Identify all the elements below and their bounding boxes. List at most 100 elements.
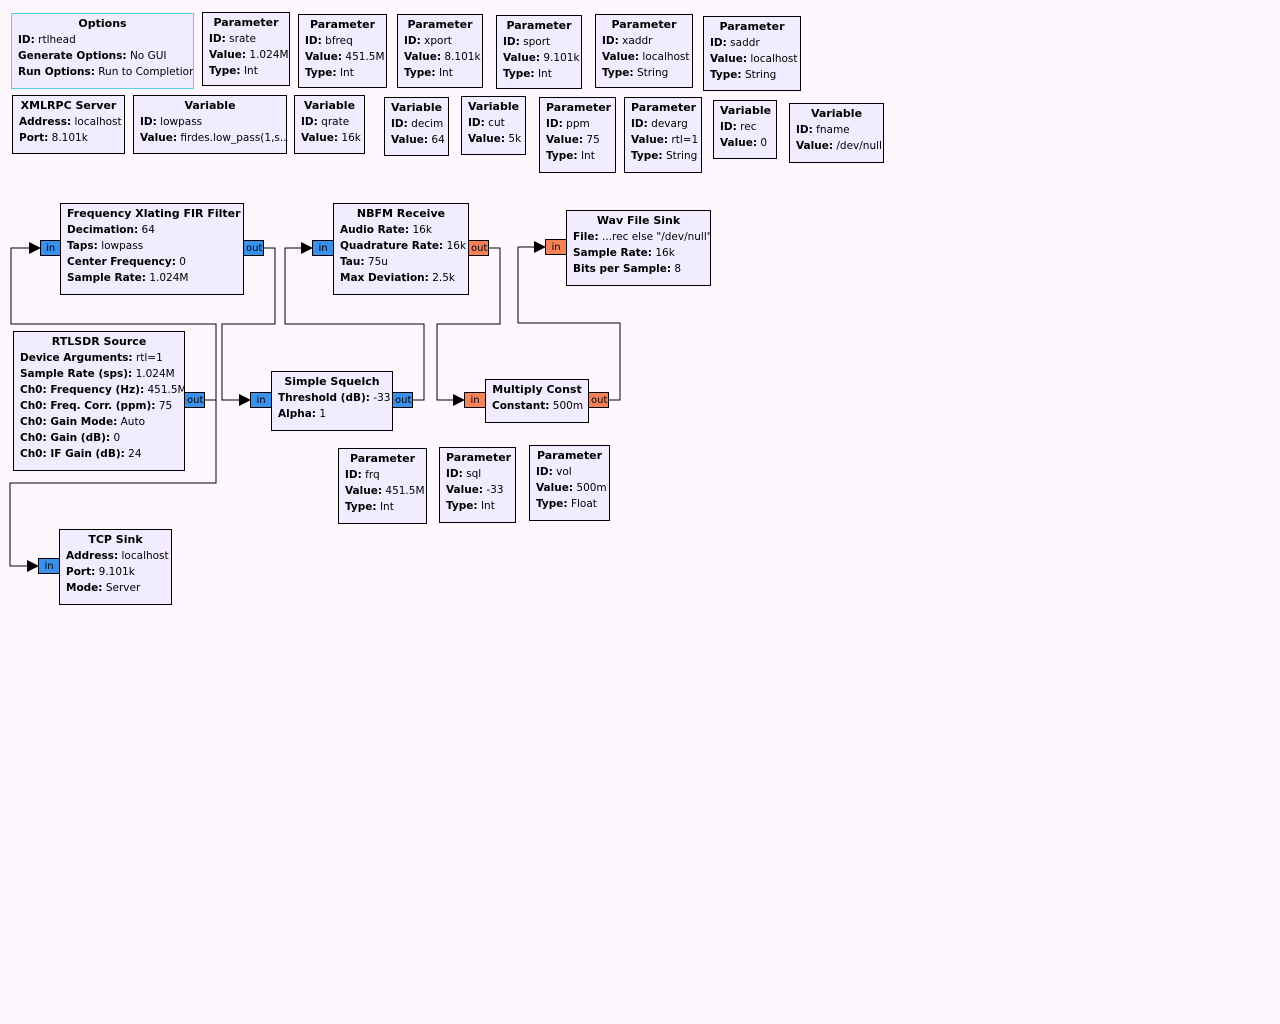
param-key: Decimation: <box>67 224 139 236</box>
param-key: Address: <box>19 116 72 128</box>
block-param-row: Quadrature Rate: 16k <box>340 238 466 254</box>
param-key: ID: <box>140 116 157 128</box>
param-value: 451.5M <box>385 485 425 497</box>
param-value: firdes.low_pass(1,s... <box>180 132 287 144</box>
block-param-row: Alpha: 1 <box>278 406 386 422</box>
block-param-row: ID: ppm <box>546 116 609 132</box>
param-value: 75 <box>586 134 600 146</box>
block-param-row: Type: Int <box>503 66 575 82</box>
param-value: 1.024M <box>249 49 289 61</box>
param-value: rtl=1 <box>135 352 163 364</box>
param-key: ID: <box>468 117 485 129</box>
mult-in-port[interactable]: in <box>464 392 486 408</box>
param-key: Ch0: Freq. Corr. (ppm): <box>20 400 156 412</box>
block-param-row: Sample Rate: 16k <box>573 245 704 261</box>
param-value: 9.101k <box>98 566 135 578</box>
param-key: Bits per Sample: <box>573 263 672 275</box>
block-param-row: Value: 500m <box>536 480 607 496</box>
block-param-row: Ch0: Gain (dB): 0 <box>20 430 178 446</box>
param-value: sport <box>523 36 551 48</box>
param-value: /dev/null <box>836 140 882 152</box>
block-param-row: ID: srate <box>209 31 283 47</box>
block-param-row: Audio Rate: 16k <box>340 222 462 238</box>
param-value: fname <box>816 124 850 136</box>
param-key: Port: <box>66 566 96 578</box>
param-key: Value: <box>345 485 383 497</box>
param-key: Value: <box>404 51 442 63</box>
xlating-out-port[interactable]: out <box>243 240 264 256</box>
param-value: 75 <box>158 400 173 412</box>
param-key: Value: <box>446 484 484 496</box>
wav-in-port[interactable]: in <box>545 239 567 255</box>
param-key: ID: <box>503 36 520 48</box>
param-value: qrate <box>321 116 350 128</box>
rtlsdr-out-port[interactable]: out <box>184 392 205 408</box>
param-value: 451.5M <box>345 51 385 63</box>
param-value: String <box>665 150 698 162</box>
block-param-row: Value: -33 <box>446 482 509 498</box>
mult-out-port[interactable]: out <box>588 392 609 408</box>
block-param-row: Center Frequency: 0 <box>67 254 237 270</box>
param-value: Int <box>379 501 394 513</box>
block-param-row: Port: 8.101k <box>19 130 118 146</box>
block-param-row: Mode: Server <box>66 580 165 596</box>
param-value: 0 <box>113 432 121 444</box>
block-param-row: ID: qrate <box>301 114 358 130</box>
block-param-row: Threshold (dB): -33 <box>278 390 390 406</box>
tcp-in-port[interactable]: in <box>38 558 60 574</box>
block-title: Parameter <box>213 16 279 29</box>
param-value: 8.101k <box>51 132 88 144</box>
block-param-row: Ch0: Frequency (Hz): 451.5M <box>20 382 184 398</box>
param-key: Value: <box>391 134 429 146</box>
param-key: Type: <box>710 69 742 81</box>
param-key: Run Options: <box>18 66 95 78</box>
param-value: Int <box>580 150 595 162</box>
param-value: devarg <box>651 118 688 130</box>
param-value: 1 <box>319 408 327 420</box>
squelch-in-port[interactable]: in <box>250 392 272 408</box>
param-value: Server <box>105 582 141 594</box>
param-value: 16k <box>412 224 432 236</box>
param-value: rtlhead <box>38 34 76 46</box>
param-value: 8.101k <box>444 51 481 63</box>
block-param-row: Address: localhost <box>66 548 169 564</box>
block-param-row: Value: 1.024M <box>209 47 289 63</box>
nbfm-out-port[interactable]: out <box>468 240 489 256</box>
block-param-row: Value: 8.101k <box>404 49 481 65</box>
squelch-out-port[interactable]: out <box>392 392 413 408</box>
nbfm-in-port[interactable]: in <box>312 240 334 256</box>
param-key: Value: <box>720 137 758 149</box>
block-param-row: Value: localhost <box>602 49 690 65</box>
xlating-in-port[interactable]: in <box>40 240 61 256</box>
param-key: Value: <box>468 133 506 145</box>
block-title: Variable <box>303 99 356 112</box>
param-key: Type: <box>536 498 568 510</box>
param-key: ID: <box>710 37 727 49</box>
